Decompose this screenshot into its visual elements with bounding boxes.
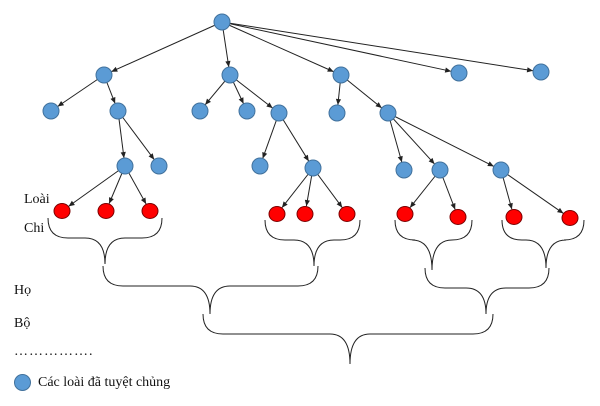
living-species-node bbox=[561, 210, 579, 226]
branch-arrowhead bbox=[557, 207, 564, 214]
branch-arrowhead bbox=[281, 201, 288, 208]
extinct-species-node bbox=[221, 66, 239, 84]
extinct-species-node bbox=[95, 66, 113, 84]
extinct-species-node bbox=[395, 161, 413, 179]
living-species-node bbox=[505, 209, 523, 225]
branch-line bbox=[111, 21, 223, 73]
extinct-species-node bbox=[191, 102, 209, 120]
branch-arrowhead bbox=[238, 97, 244, 104]
branch-arrowhead bbox=[397, 155, 403, 163]
living-species-node bbox=[141, 203, 159, 219]
branch-arrowhead bbox=[110, 97, 116, 104]
order-rank-label: Bộ bbox=[14, 316, 31, 331]
genus-bracket bbox=[47, 217, 163, 265]
grouping-brackets bbox=[47, 217, 585, 365]
branch-arrowhead bbox=[327, 66, 334, 72]
branch-arrowhead bbox=[68, 200, 75, 207]
branch-arrowhead bbox=[375, 102, 382, 108]
branch-arrowhead bbox=[148, 153, 155, 160]
living-species-node bbox=[338, 206, 356, 222]
branch-arrowhead bbox=[487, 161, 494, 167]
branch-line bbox=[117, 110, 155, 160]
extinct-species-node bbox=[492, 161, 510, 179]
family-rank-label: Họ bbox=[14, 283, 32, 298]
tree-branches bbox=[57, 21, 564, 214]
branch-line bbox=[387, 112, 403, 163]
branch-arrowhead bbox=[336, 201, 343, 208]
branch-arrowhead bbox=[444, 67, 452, 73]
living-species-node bbox=[449, 209, 467, 225]
living-species-node bbox=[97, 203, 115, 219]
extinct-species-node bbox=[42, 102, 60, 120]
branch-line bbox=[340, 74, 383, 109]
extinct-species-node bbox=[270, 104, 288, 122]
branch-arrowhead bbox=[57, 100, 65, 107]
branch-arrowhead bbox=[450, 202, 456, 210]
genus-bracket bbox=[264, 219, 361, 267]
living-species-node bbox=[296, 206, 314, 222]
branch-arrowhead bbox=[409, 201, 416, 208]
branch-line bbox=[68, 165, 126, 207]
branch-line bbox=[229, 74, 273, 109]
branch-arrowhead bbox=[111, 66, 118, 72]
legend-label: Các loài đã tuyệt chủng bbox=[38, 375, 171, 390]
extinct-species-node bbox=[332, 66, 350, 84]
extinct-species-node bbox=[532, 63, 550, 81]
extinct-species-node bbox=[379, 104, 397, 122]
higher-rank-ellipsis: ……………. bbox=[14, 344, 94, 359]
branch-arrowhead bbox=[262, 151, 268, 159]
extinct-species-node bbox=[150, 157, 168, 175]
living-species-node bbox=[268, 206, 286, 222]
genus-bracket bbox=[394, 219, 473, 271]
branch-line bbox=[387, 112, 495, 167]
branch-arrowhead bbox=[266, 102, 273, 109]
branch-arrowhead bbox=[507, 202, 513, 210]
extinct-species-node bbox=[328, 104, 346, 122]
extinct-species-node bbox=[431, 161, 449, 179]
branch-line bbox=[57, 74, 105, 107]
living-species-node bbox=[53, 203, 71, 219]
species-rank-label: Loài bbox=[24, 192, 50, 207]
branch-line bbox=[221, 21, 334, 73]
extinct-species-node bbox=[213, 13, 231, 31]
extinct-species-node bbox=[109, 102, 127, 120]
genus-bracket bbox=[501, 219, 585, 269]
tree-nodes bbox=[42, 13, 579, 226]
branch-line bbox=[387, 112, 435, 165]
family-bracket bbox=[424, 267, 550, 315]
genus-rank-label: Chi bbox=[24, 221, 45, 236]
order-bracket bbox=[202, 313, 494, 365]
living-species-node bbox=[396, 206, 414, 222]
branch-arrowhead bbox=[335, 98, 342, 106]
extinct-species-node bbox=[251, 157, 269, 175]
branch-arrowhead bbox=[526, 67, 534, 73]
extinct-species-node bbox=[450, 64, 468, 82]
extinct-species-node bbox=[238, 102, 256, 120]
branch-line bbox=[221, 21, 534, 72]
branch-arrowhead bbox=[303, 154, 309, 162]
branch-arrowhead bbox=[140, 197, 147, 205]
family-bracket bbox=[102, 265, 319, 315]
branch-line bbox=[221, 21, 452, 72]
branch-line bbox=[500, 169, 564, 214]
branch-arrowhead bbox=[109, 197, 114, 204]
extinct-species-swatch bbox=[14, 374, 31, 391]
branch-arrowhead bbox=[225, 60, 231, 68]
branch-line bbox=[278, 112, 310, 162]
extinct-species-node bbox=[304, 159, 322, 177]
branch-arrowhead bbox=[304, 199, 310, 207]
branch-arrowhead bbox=[120, 151, 126, 159]
branch-arrowhead bbox=[205, 98, 211, 105]
branch-arrowhead bbox=[428, 157, 435, 165]
extinct-species-node bbox=[116, 157, 134, 175]
